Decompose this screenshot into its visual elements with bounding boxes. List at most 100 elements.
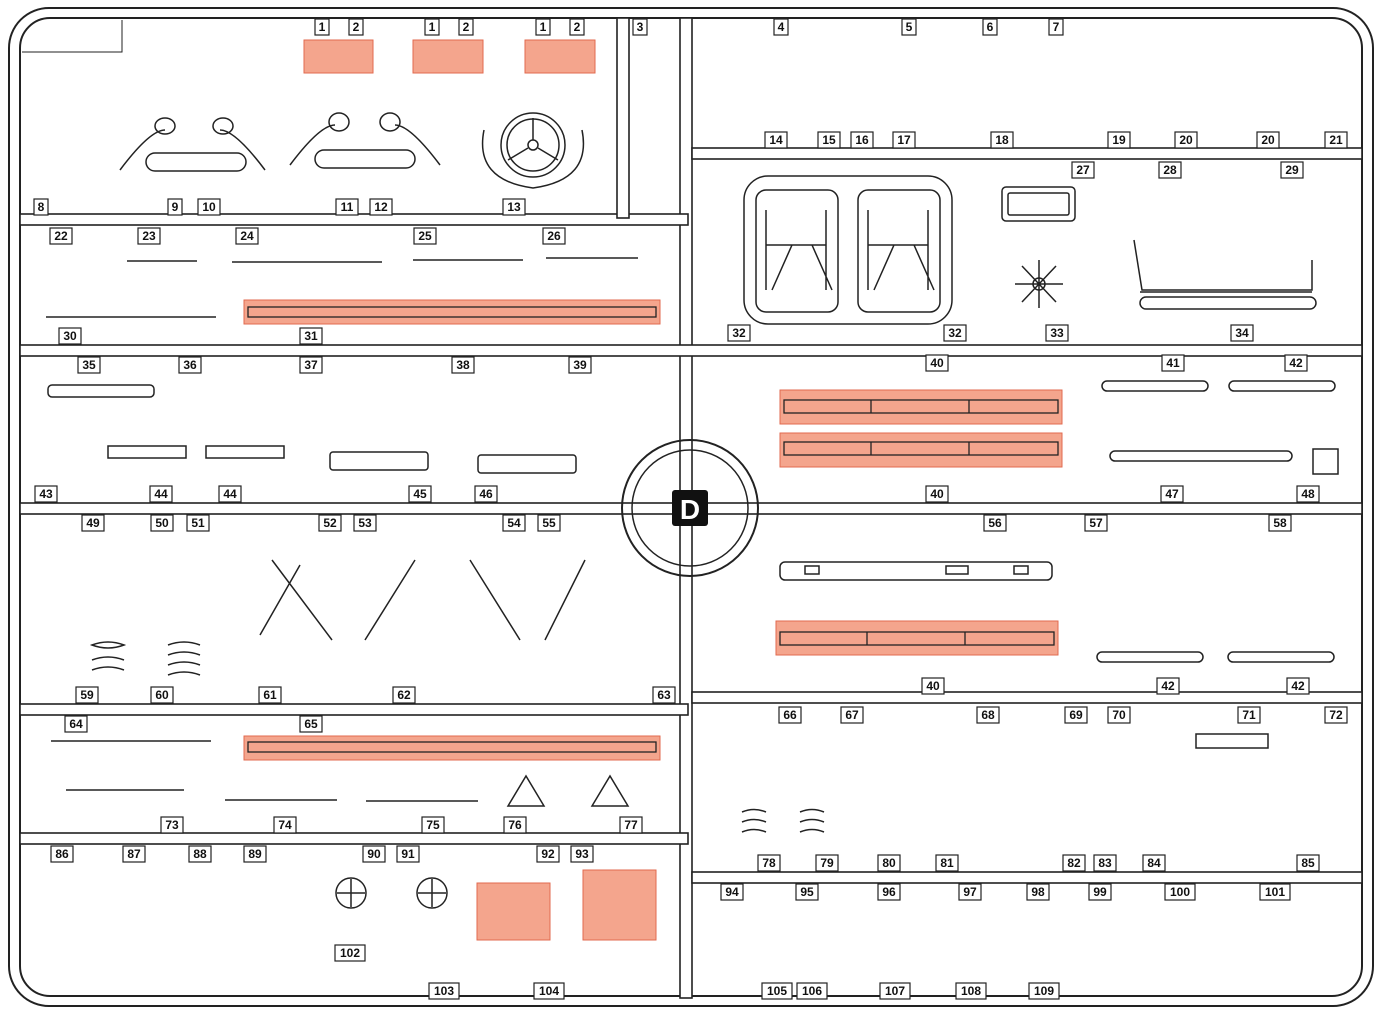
part-number-p15: 15 (822, 133, 836, 147)
part-number-p68: 68 (981, 708, 995, 722)
part-label-box (982, 18, 998, 36)
part-label-box (976, 706, 1000, 724)
part-number-p98: 98 (1031, 885, 1045, 899)
part-label-box (536, 845, 560, 863)
part-number-p10: 10 (202, 200, 216, 214)
part-label-box (1324, 131, 1348, 149)
part-number-p79: 79 (820, 856, 834, 870)
part-label-box (318, 514, 342, 532)
part-number-p52: 52 (323, 516, 337, 530)
part-label-box (335, 198, 359, 216)
part-number-p71: 71 (1242, 708, 1256, 722)
part-label-box (1268, 514, 1292, 532)
part-label-box (1062, 854, 1086, 872)
part-label-box (1280, 161, 1304, 179)
part-number-p22: 22 (54, 229, 68, 243)
part-number-p107: 107 (885, 984, 905, 998)
seat-frame (743, 175, 953, 325)
part-number-p86: 86 (55, 847, 69, 861)
part-label-box (1296, 854, 1320, 872)
highlight-part-40-a (779, 389, 1063, 425)
part-label-box (1156, 677, 1180, 695)
part-number-p42a: 42 (1289, 356, 1303, 370)
part-label-box (935, 854, 959, 872)
part-number-p73: 73 (165, 818, 179, 832)
highlight-part-31 (243, 299, 661, 325)
part-number-p20b: 20 (1261, 133, 1275, 147)
part-label-box (314, 18, 330, 36)
part-label-box (542, 227, 566, 245)
part-label-box (458, 18, 474, 36)
part-label-box (408, 485, 432, 503)
part-label-box (186, 514, 210, 532)
part-number-p19: 19 (1112, 133, 1126, 147)
part-number-p35: 35 (82, 358, 96, 372)
highlight-part-65 (243, 735, 661, 761)
part-label-box (925, 354, 949, 372)
part-number-p32b: 32 (948, 326, 962, 340)
part-number-p30: 30 (63, 329, 77, 343)
part-label-box (122, 845, 146, 863)
part-number-p57: 57 (1089, 516, 1103, 530)
part-number-p37: 37 (304, 358, 318, 372)
part-label-box (955, 982, 987, 1000)
part-number-p14: 14 (769, 133, 783, 147)
part-label-box (757, 854, 781, 872)
part-label-box (652, 686, 676, 704)
part-number-p23: 23 (142, 229, 156, 243)
highlighted-parts (243, 39, 1063, 941)
part-label-box (877, 854, 901, 872)
part-label-box (362, 845, 386, 863)
part-number-p49: 49 (86, 516, 100, 530)
part-number-p88: 88 (193, 847, 207, 861)
part-number-p66: 66 (783, 708, 797, 722)
part-number-p1b: 1 (429, 20, 436, 34)
part-label-box (353, 514, 377, 532)
part-number-p4: 4 (778, 20, 785, 34)
part-number-p38: 38 (456, 358, 470, 372)
part-number-p61: 61 (263, 688, 277, 702)
part-label-box (64, 715, 88, 733)
part-number-p16: 16 (855, 133, 869, 147)
part-number-p24: 24 (240, 229, 254, 243)
part-number-p2c: 2 (574, 20, 581, 34)
part-label-box (34, 485, 58, 503)
part-label-box (75, 686, 99, 704)
part-number-p27: 27 (1076, 163, 1090, 177)
part-number-p2b: 2 (463, 20, 470, 34)
part-number-p6: 6 (987, 20, 994, 34)
part-label-box (1107, 706, 1131, 724)
part-number-p17: 17 (897, 133, 911, 147)
part-label-box (619, 816, 643, 834)
part-number-p40a: 40 (930, 356, 944, 370)
sprue-letter: D (680, 494, 700, 525)
part-number-p83: 83 (1098, 856, 1112, 870)
part-label-box (167, 198, 183, 216)
part-label-box (150, 686, 174, 704)
part-number-p100: 100 (1170, 885, 1190, 899)
bar-parts (247, 306, 1059, 753)
part-label-box (537, 514, 561, 532)
highlight-part-1-2-b (412, 39, 484, 74)
part-number-p2a: 2 (353, 20, 360, 34)
part-number-p48: 48 (1301, 487, 1315, 501)
part-label-box (1142, 854, 1166, 872)
part-label-box (569, 18, 585, 36)
part-number-p42b: 42 (1161, 679, 1175, 693)
part-number-p105: 105 (767, 984, 787, 998)
part-number-p39: 39 (573, 358, 587, 372)
part-label-box (720, 883, 744, 901)
part-number-p87: 87 (127, 847, 141, 861)
part-number-p3: 3 (637, 20, 644, 34)
part-number-p7: 7 (1053, 20, 1060, 34)
part-label-box (451, 356, 475, 374)
part-label-box (1296, 485, 1320, 503)
part-number-p96: 96 (882, 885, 896, 899)
part-number-p67: 67 (845, 708, 859, 722)
part-number-p41: 41 (1166, 356, 1180, 370)
part-number-p46: 46 (479, 487, 493, 501)
part-label-box (1084, 514, 1108, 532)
part-number-p101: 101 (1265, 885, 1285, 899)
part-number-p70: 70 (1112, 708, 1126, 722)
part-label-box (1230, 324, 1254, 342)
